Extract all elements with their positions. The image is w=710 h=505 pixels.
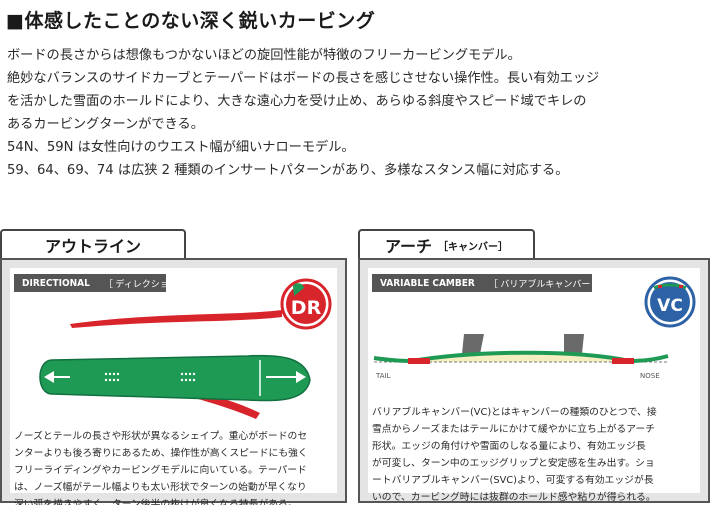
camber-profile-diagram: TAIL NOSE VC — [373, 276, 696, 380]
arch-desc-line: 雪点からノーズまたはテールにかけて緩やかに立ち上がるアーチ — [372, 424, 656, 435]
arch-type-en: VARIABLE CAMBER — [380, 277, 475, 289]
arch-tab-sub: ［キャンバー］ — [438, 241, 509, 253]
outline-type-label: DIRECTIONAL ［ ディレクショナル ］ — [14, 274, 198, 292]
arch-description: バリアブルキャンバー(VC)とはキャンバーの種類のひとつで、接 雪点からノーズま… — [372, 404, 696, 505]
intro-line: あるカービングターンができる。 — [7, 117, 204, 132]
intro-line: 59、64、69、74 は広狭 2 種類のインサートパターンがあり、多様なスタン… — [7, 163, 569, 178]
insert-holes — [104, 372, 196, 382]
outline-desc-line: ノーズとテールの長さや形状が異なるシェイプ。重心がボードのセ — [14, 431, 308, 442]
arch-box: VARIABLE CAMBER ［ バリアブルキャンバー ］ TAIL — [358, 258, 710, 503]
outline-panel: アウトライン DIRECTIONAL ［ ディレクショナル ］ — [0, 229, 347, 505]
board-shape — [39, 354, 311, 402]
outline-tab-label: アウトライン — [44, 237, 141, 256]
arch-desc-line: いので、カービング時には抜群のホールド感や粘りが得られる。 — [372, 492, 656, 503]
arch-desc-line: 形状。エッジの角付けや雪面のしなる量により、有効エッジ長 — [372, 441, 646, 452]
arch-tab: アーチ ［キャンバー］ — [358, 229, 535, 259]
arch-type-label: VARIABLE CAMBER ［ バリアブルキャンバー ］ — [372, 274, 602, 292]
arch-panel: アーチ ［キャンバー］ VARIABLE CAMBER ［ バリアブルキャンバー… — [358, 229, 710, 503]
flow-arrow-top — [70, 310, 282, 328]
tail-contact-point — [408, 358, 430, 364]
arch-tab-label: アーチ — [384, 237, 433, 256]
outline-box-inner: DIRECTIONAL ［ ディレクショナル ］ — [10, 268, 337, 505]
outline-box: DIRECTIONAL ［ ディレクショナル ］ — [0, 258, 347, 505]
outline-desc-line: は、ノーズ幅がテール幅よりも太い形状でターンの始動が早くなり — [14, 482, 307, 493]
nose-label: NOSE — [640, 372, 660, 380]
dr-badge: DR — [280, 278, 332, 330]
intro-line: 54N、59N は女性向けのウエスト幅が細いナローモデル。 — [7, 140, 355, 155]
intro-line: ボードの長さからは想像もつかないほどの旋回性能が特徴のフリーカービングモデル。 — [7, 48, 521, 63]
outline-type-ja: ［ ディレクショナル ］ — [103, 279, 199, 290]
arch-desc-line: ートバリアブルキャンバー(SVC)より、可変する有効エッジが長 — [372, 475, 654, 486]
intro-line: を活かした雪面のホールドにより、大きな遠心力を受け止め、あらゆる斜度やスピード域… — [7, 94, 587, 109]
nose-contact-point — [612, 358, 634, 364]
outline-description: ノーズとテールの長さや形状が異なるシェイプ。重心がボードのセ ンターよりも後ろ寄… — [14, 428, 333, 505]
width-arrows — [44, 360, 306, 396]
arch-box-inner: VARIABLE CAMBER ［ バリアブルキャンバー ］ TAIL — [368, 268, 700, 503]
vc-badge: VC — [644, 276, 696, 328]
outline-type-en: DIRECTIONAL — [22, 277, 90, 289]
page-heading: ■体感したことのない深く鋭いカービング — [6, 10, 376, 32]
outline-desc-line: 深い弧を描きやすく、ターン後半の抜けが良くなる特長がある。 — [14, 499, 298, 505]
outline-desc-line: ンターよりも後ろ寄りにあるため、操作性が高くスピードにも強く — [14, 448, 308, 459]
intro-text: ボードの長さからは想像もつかないほどの旋回性能が特徴のフリーカービングモデル。 … — [7, 44, 707, 182]
board-profile — [373, 350, 669, 364]
arch-desc-line: が可変し、ターン中のエッジグリップと安定感を生み出す。ショ — [372, 458, 655, 469]
outline-desc-line: フリーライディングやカービングモデルに向いている。テーパード — [14, 465, 307, 476]
directional-board-diagram: DR — [39, 278, 332, 419]
binding-blocks — [462, 334, 584, 354]
vc-badge-text: VC — [657, 296, 683, 316]
dr-badge-text: DR — [291, 297, 322, 319]
intro-line: 絶妙なバランスのサイドカーブとテーパードはボードの長さを感じさせない操作性。長い… — [7, 71, 600, 86]
outline-tab: アウトライン — [0, 229, 186, 259]
arch-desc-line: バリアブルキャンバー(VC)とはキャンバーの種類のひとつで、接 — [372, 407, 657, 418]
arch-type-ja: ［ バリアブルキャンバー ］ — [488, 279, 602, 290]
tail-label: TAIL — [375, 372, 391, 380]
